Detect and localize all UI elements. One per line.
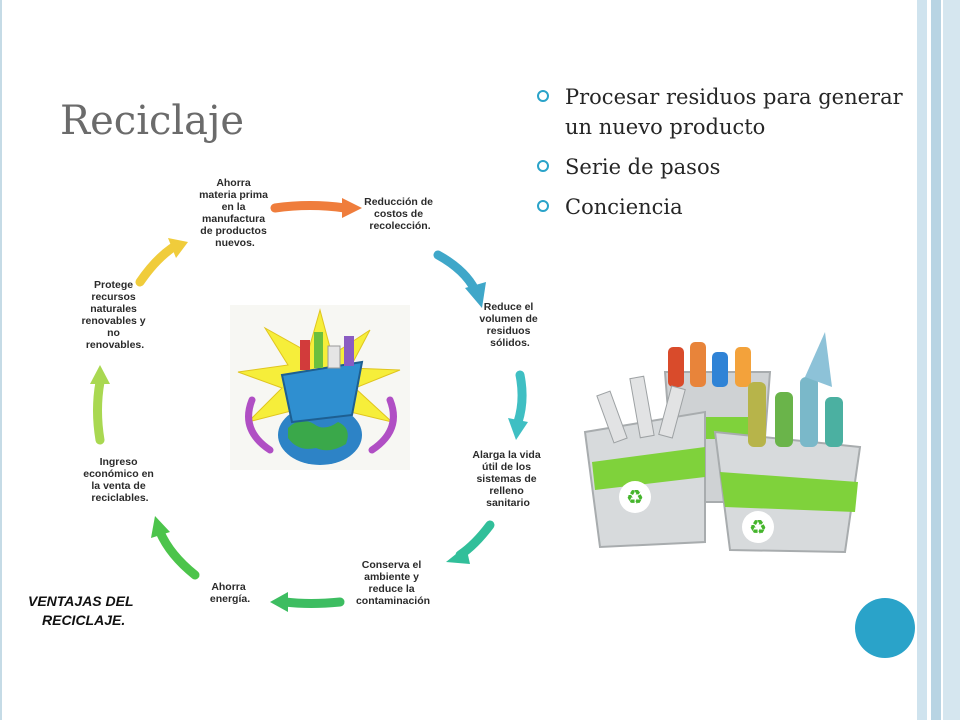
recycle-symbol-icon: ♻ [626,485,644,509]
cycle-label-ahorra-materia: Ahorra materia prima en la manufactura d… [199,177,271,249]
bullet-list: Procesar residuos para generar un nuevo … [535,82,915,232]
slide-right-border [915,0,960,720]
right-bin-icon: ♻ [713,332,862,554]
bullet-circle-icon [537,90,549,102]
recycle-symbol-icon: ♻ [749,515,767,539]
ventajas-title: VENTAJAS DEL RECICLAJE. [28,593,137,628]
bullet-circle-icon [537,160,549,172]
cycle-label-protege-recursos: Protege recursos naturales renovables y … [81,279,148,351]
cycle-label-reduce-volumen: Reduce el volumen de residuos sólidos. [479,301,540,349]
cycle-label-reduccion-costos: Reducción de costos de recolección. [364,196,436,232]
bullet-item: Conciencia [535,192,915,222]
recycling-cycle-diagram: Ahorra materia prima en la manufactura d… [28,177,543,628]
cycle-label-ahorra-energia: Ahorra energía. [210,581,250,605]
bullet-text: Procesar residuos para generar un nuevo … [565,85,903,139]
accent-circle [855,598,915,658]
cycle-label-conserva-ambiente: Conserva el ambiente y reduce la contami… [356,559,430,607]
slide-left-border [0,0,12,720]
left-bin-icon: ♻ [583,375,706,549]
cycle-label-ingreso-economico: Ingreso económico en la venta de recicla… [83,456,157,504]
recycling-bins-illustration: ♻ ♻ [570,292,870,554]
cycle-arrows [90,198,528,612]
recycle-bin-globe-icon [230,305,410,470]
bullet-item: Serie de pasos [535,152,915,182]
cycle-label-alarga-vida: Alarga la vida útil de los sistemas de r… [472,449,543,509]
bullet-text: Serie de pasos [565,155,721,179]
slide-title: Reciclaje [60,98,245,144]
bullet-circle-icon [537,200,549,212]
bullet-item: Procesar residuos para generar un nuevo … [535,82,915,142]
bullet-text: Conciencia [565,195,683,219]
